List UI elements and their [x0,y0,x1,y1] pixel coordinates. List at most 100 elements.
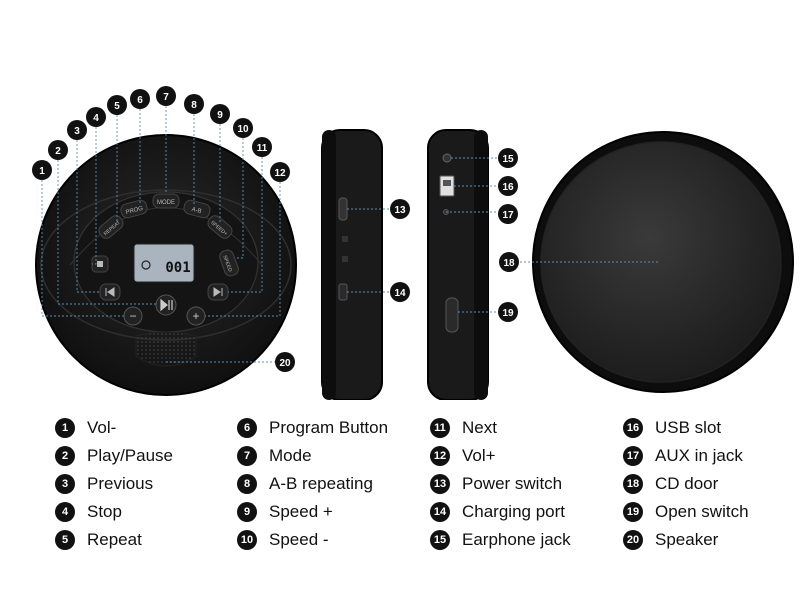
play-pause-button[interactable] [155,294,177,316]
callout-14: 14 [390,282,410,302]
vol-minus-button[interactable]: − [123,306,143,326]
next-icon [213,287,223,297]
speed-plus-button[interactable]: SPEED+ [206,213,235,240]
svg-text:17: 17 [502,210,514,221]
callout-11: 11 [252,137,272,157]
legend-item: 18 CD door [623,470,800,498]
svg-text:5: 5 [114,101,120,112]
callout-badges: 1 2 3 4 5 6 7 8 9 10 11 12 13 14 15 16 1… [32,86,519,372]
cd-icon [141,260,151,270]
svg-text:−: − [129,309,136,323]
legend-label: Stop [87,502,122,521]
legend-number: 8 [237,474,257,494]
legend-number: 3 [55,474,75,494]
previous-button[interactable] [99,283,121,301]
earphone-jack[interactable] [442,153,452,163]
vol-plus-button[interactable]: + [186,306,206,326]
legend-label: Mode [269,446,312,465]
callout-15: 15 [498,148,518,168]
legend-item: 4 Stop [55,498,255,526]
legend-number: 16 [623,418,643,438]
callout-4: 4 [86,107,106,127]
legend-item: 1 Vol- [55,414,255,442]
callout-17: 17 [498,204,518,224]
svg-text:8: 8 [191,100,197,111]
mode-button[interactable]: MODE [152,193,180,209]
legend-item: 9 Speed + [237,498,437,526]
legend-number: 7 [237,446,257,466]
svg-text:11: 11 [257,143,268,154]
callout-13: 13 [390,199,410,219]
svg-text:MODE: MODE [157,200,175,206]
legend-label: Earphone jack [462,530,571,549]
svg-text:16: 16 [502,182,514,193]
speed-minus-button[interactable]: SPEED [218,248,240,277]
svg-text:9: 9 [217,110,223,121]
stop-button[interactable] [91,255,109,273]
open-switch[interactable] [445,297,459,333]
legend-number: 18 [623,474,643,494]
legend-number: 4 [55,502,75,522]
legend-number: 9 [237,502,257,522]
legend-item: 13 Power switch [430,470,630,498]
legend-number: 10 [237,530,257,550]
legend-item: 10 Speed - [237,526,437,554]
callout-19: 19 [498,302,518,322]
legend-number: 17 [623,446,643,466]
callout-10: 10 [233,118,253,138]
callout-12: 12 [270,162,290,182]
legend-label: Repeat [87,530,142,549]
svg-text:6: 6 [137,95,143,106]
svg-text:20: 20 [279,358,291,369]
legend-item: 8 A-B repeating [237,470,437,498]
legend-label: Play/Pause [87,446,173,465]
power-switch[interactable] [338,197,348,221]
legend-number: 13 [430,474,450,494]
next-button[interactable] [207,283,229,301]
legend-number: 11 [430,418,450,438]
legend-number: 20 [623,530,643,550]
legend-label: Vol- [87,418,117,437]
legend-number: 1 [55,418,75,438]
charging-port[interactable] [338,283,348,301]
legend-label: CD door [655,474,719,493]
legend-label: Open switch [655,502,749,521]
ab-repeat-button[interactable]: A-B [183,199,212,219]
callout-7: 7 [156,86,176,106]
svg-text:7: 7 [163,92,169,103]
legend-item: 7 Mode [237,442,437,470]
svg-text:19: 19 [502,308,514,319]
svg-text:18: 18 [503,258,515,269]
callout-9: 9 [210,104,230,124]
legend-label: A-B repeating [269,474,373,493]
legend-item: 17 AUX in jack [623,442,800,470]
svg-text:+: + [192,309,199,323]
svg-text:SPEED: SPEED [221,255,233,273]
legend-label: AUX in jack [655,446,743,465]
legend-label: Speed - [269,530,329,549]
legend-label: Program Button [269,418,389,437]
legend-label: Power switch [462,474,563,493]
legend-number: 2 [55,446,75,466]
svg-text:13: 13 [394,205,406,216]
legend-label: Speed + [269,502,333,521]
previous-icon [105,287,115,297]
lcd-screen [133,243,195,283]
program-button[interactable]: PROG [120,199,149,219]
legend-label: Next [462,418,497,437]
svg-text:14: 14 [394,288,406,299]
legend-label: Vol+ [462,446,496,465]
speaker-grille [135,331,197,367]
callout-5: 5 [107,95,127,115]
svg-text:3: 3 [74,126,80,137]
side-view-left [321,129,383,400]
